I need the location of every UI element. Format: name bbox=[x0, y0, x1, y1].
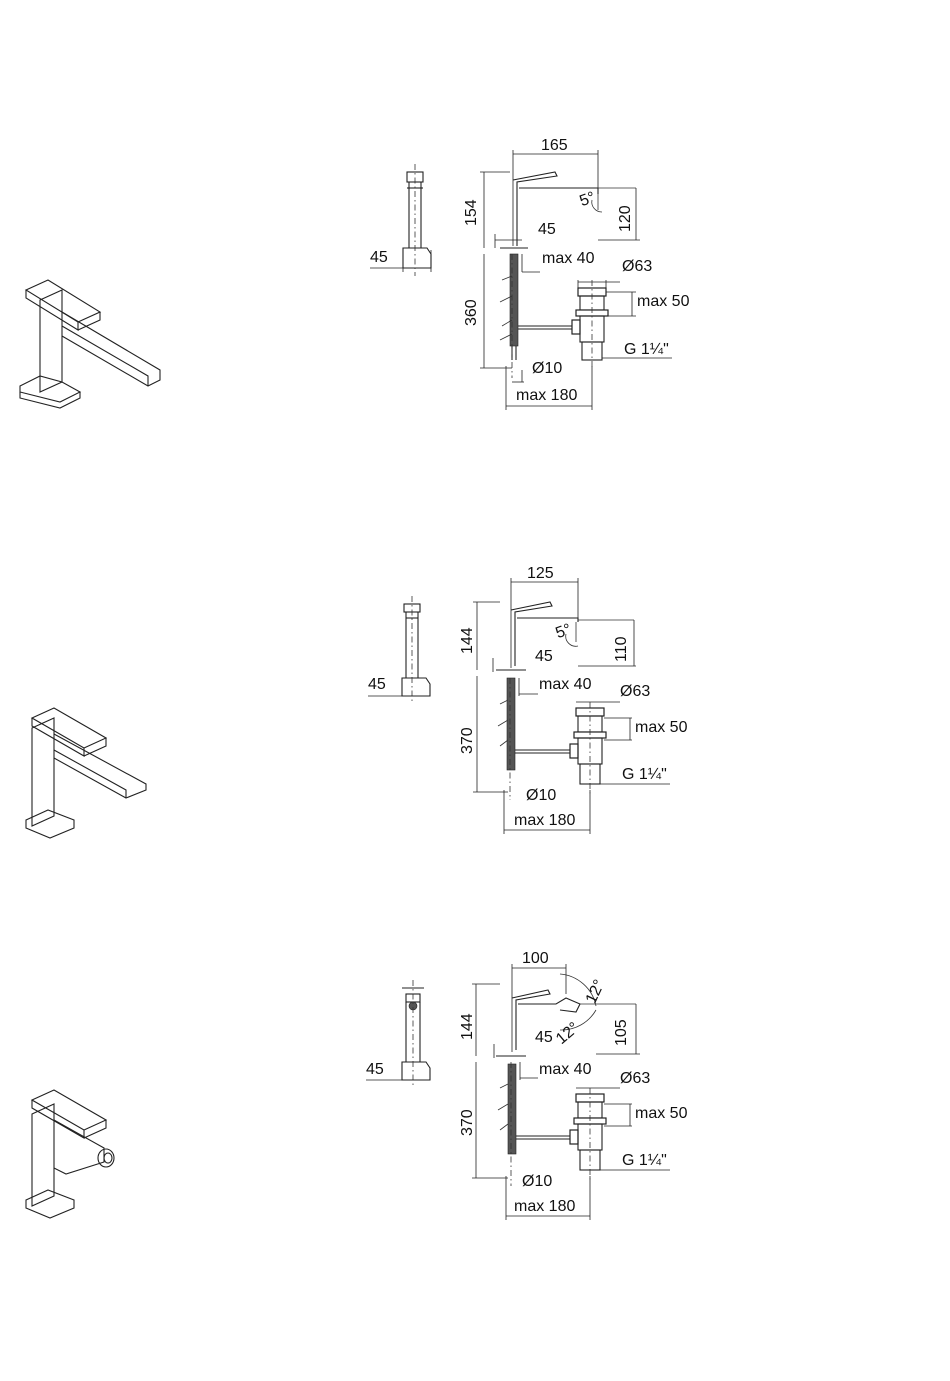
dim-height-top: 144 bbox=[460, 1013, 476, 1040]
dim-spout-height: 105 bbox=[614, 1019, 630, 1046]
drawing-bidet-mixer: 100 144 105 12° 12° 45 45 max 40 Ø63 max… bbox=[0, 944, 950, 1264]
dim-spout-reach: 125 bbox=[527, 566, 554, 582]
drawing-1-lines bbox=[0, 130, 950, 450]
dim-hose-dia: Ø10 bbox=[526, 788, 556, 804]
drawing-3-lines bbox=[0, 944, 950, 1264]
dim-thread: G 1¼" bbox=[622, 767, 667, 783]
dim-thread: G 1¼" bbox=[622, 1153, 667, 1169]
dim-spout-reach: 165 bbox=[541, 138, 568, 154]
dim-height-top: 154 bbox=[464, 199, 480, 226]
dim-height-top: 144 bbox=[460, 627, 476, 654]
dim-side-base: 45 bbox=[370, 250, 388, 266]
dim-max-reach: max 180 bbox=[514, 813, 575, 829]
dim-waste-dia: Ø63 bbox=[620, 1071, 650, 1087]
dim-waste-max: max 50 bbox=[635, 720, 687, 736]
dim-max-reach: max 180 bbox=[516, 388, 577, 404]
dim-below-deck: 360 bbox=[464, 299, 480, 326]
dim-base-width: 45 bbox=[535, 1030, 553, 1046]
dim-max-reach: max 180 bbox=[514, 1199, 575, 1215]
dim-max-deck: max 40 bbox=[539, 677, 591, 693]
drawing-2-lines bbox=[0, 558, 950, 878]
dim-max-deck: max 40 bbox=[539, 1062, 591, 1078]
drawing-basin-mixer-short: 125 144 110 5° 45 45 max 40 Ø63 max 50 G… bbox=[0, 558, 950, 878]
dim-side-base: 45 bbox=[368, 677, 386, 693]
dim-side-base: 45 bbox=[366, 1062, 384, 1078]
dim-max-deck: max 40 bbox=[542, 251, 594, 267]
front-view bbox=[472, 964, 670, 1220]
dim-waste-dia: Ø63 bbox=[620, 684, 650, 700]
dim-spout-height: 110 bbox=[614, 636, 630, 662]
drawing-basin-mixer-long: 165 154 120 5° 45 45 max 40 Ø63 max 50 G… bbox=[0, 130, 950, 450]
dim-base-width: 45 bbox=[535, 649, 553, 665]
dim-spout-height: 120 bbox=[618, 205, 634, 232]
isometric-view bbox=[20, 280, 160, 408]
front-view bbox=[473, 578, 670, 834]
dim-base-width: 45 bbox=[538, 222, 556, 238]
dim-below-deck: 370 bbox=[460, 1109, 476, 1136]
dim-thread: G 1¼" bbox=[624, 342, 669, 358]
front-view bbox=[480, 150, 672, 410]
isometric-view bbox=[26, 708, 146, 838]
dim-spout-reach: 100 bbox=[522, 951, 549, 967]
isometric-view bbox=[26, 1090, 114, 1218]
dim-waste-dia: Ø63 bbox=[622, 259, 652, 275]
dim-hose-dia: Ø10 bbox=[532, 361, 562, 377]
dim-below-deck: 370 bbox=[460, 727, 476, 754]
dim-waste-max: max 50 bbox=[637, 294, 689, 310]
dim-hose-dia: Ø10 bbox=[522, 1174, 552, 1190]
dim-waste-max: max 50 bbox=[635, 1106, 687, 1122]
